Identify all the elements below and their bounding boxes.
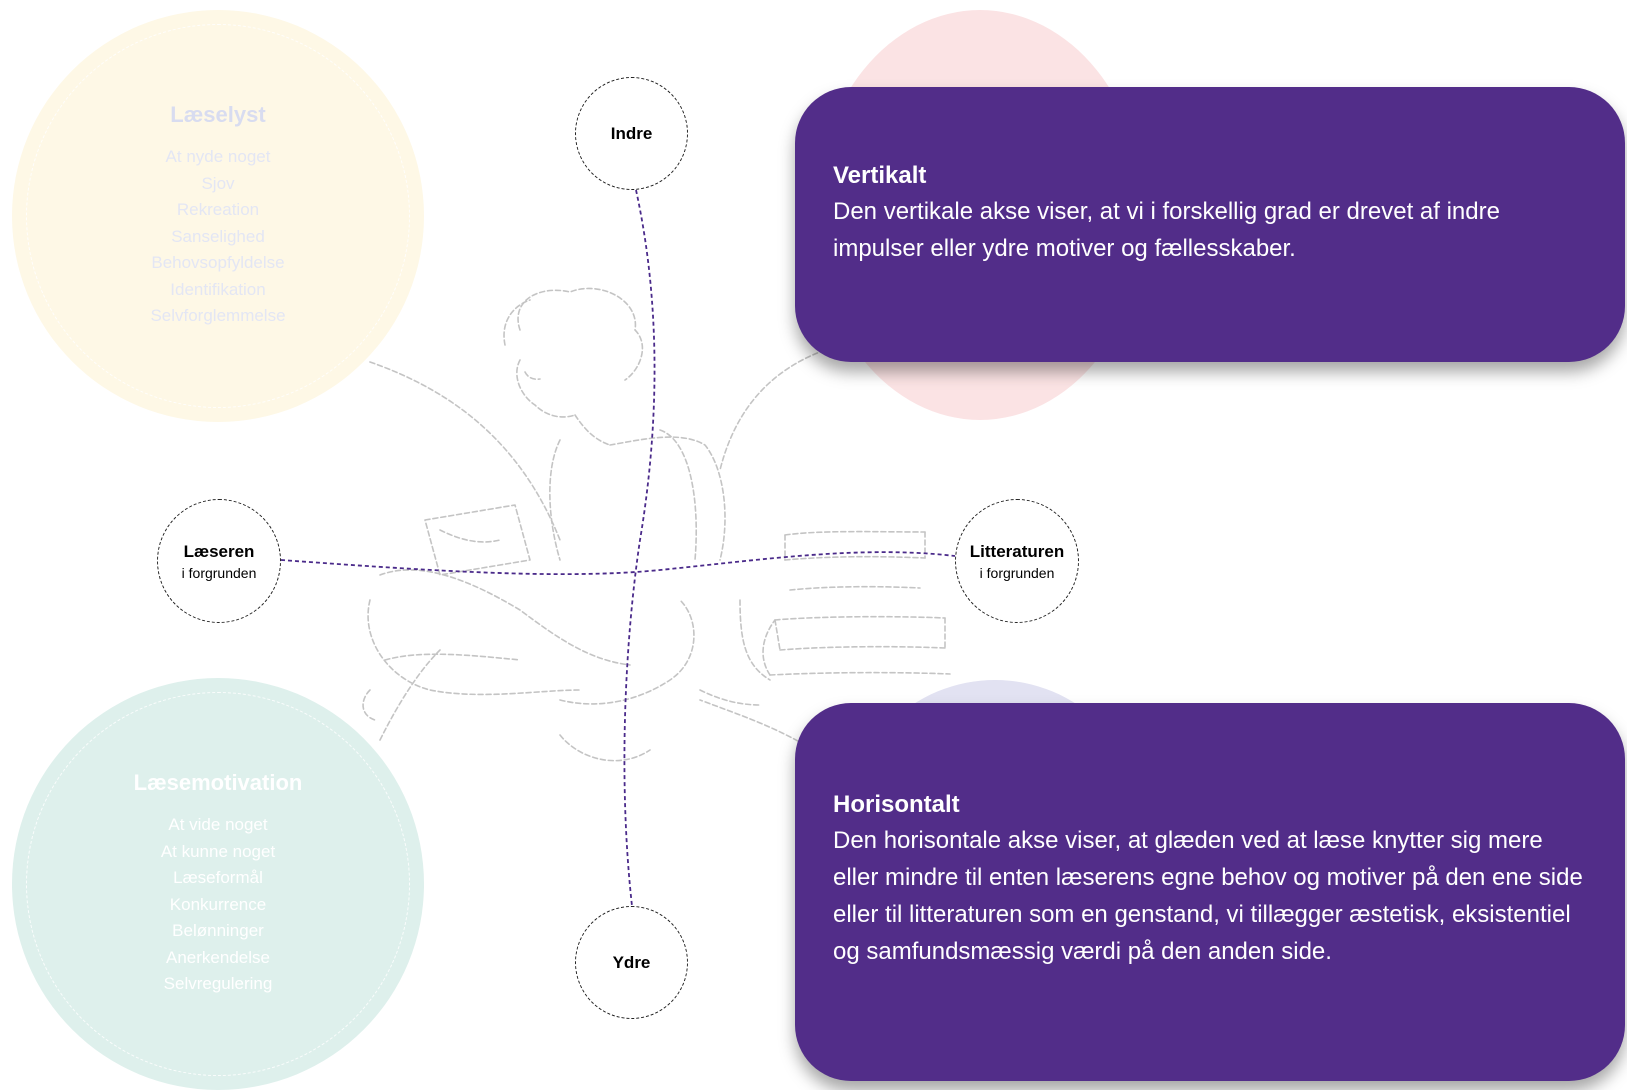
laeseren-subtitle: i forgrunden [181,564,257,581]
vertical-axis-line [623,189,656,907]
laeseren-title: Læseren [183,541,255,561]
laesemotivation-item: Anerkendelse [166,947,270,967]
laesemotivation-circle: Læsemotivation At vide noget At kunne no… [12,678,424,1090]
laesemotivation-item: At vide noget [168,815,268,835]
laesemotivation-item: Selvregulering [163,974,273,994]
laeselyst-item: Sanselighed [171,226,265,246]
horisontalt-title: Horisontalt [833,791,960,818]
laeselyst-item: Sjov [201,173,235,193]
ydre-node: Ydre [575,906,688,1019]
laeselyst-item: At nyde noget [165,147,271,167]
indre-node: Indre [575,77,688,190]
laesemotivation-item: Belønninger [172,921,264,941]
laeseren-node: Læseren i forgrunden [157,499,281,623]
litteraturen-node: Litteraturen i forgrunden [955,499,1079,623]
reader-sketch-illustration [362,287,826,762]
laesemotivation-title: Læsemotivation [133,770,303,796]
laeselyst-item: Rekreation [176,200,260,220]
laeselyst-item: Behovsopfyldelse [151,253,285,273]
vertikalt-body: Den vertikale akse viser, at vi i forske… [833,198,1500,262]
litteraturen-subtitle: i forgrunden [979,564,1055,581]
laesemotivation-item: At kunne noget [160,841,276,861]
litteraturen-title: Litteraturen [969,541,1065,561]
horisontalt-body: Den horisontale akse viser, at glæden ve… [833,827,1583,965]
vertikalt-title: Vertikalt [833,162,927,189]
laeselyst-circle-ring [26,24,410,408]
laeselyst-item: Identifikation [170,279,266,299]
laeselyst-item: Selvforglemmelse [150,306,286,326]
laesemotivation-item: Konkurrence [169,894,267,914]
ydre-label: Ydre [612,952,651,972]
book-stack-sketch-illustration [739,530,951,681]
laesemotivation-item: Læseformål [173,868,263,888]
laeselyst-title: Læselyst [170,102,266,128]
horisontalt-card: Horisontalt Den horisontale akse viser, … [795,703,1625,1081]
laesemotivation-circle-ring [26,692,410,1076]
laeselyst-circle: Læselyst At nyde noget Sjov Rekreation S… [12,10,424,422]
vertikalt-card: Vertikalt Den vertikale akse viser, at v… [795,87,1625,362]
indre-label: Indre [610,123,653,143]
horizontal-axis-line [280,551,956,576]
